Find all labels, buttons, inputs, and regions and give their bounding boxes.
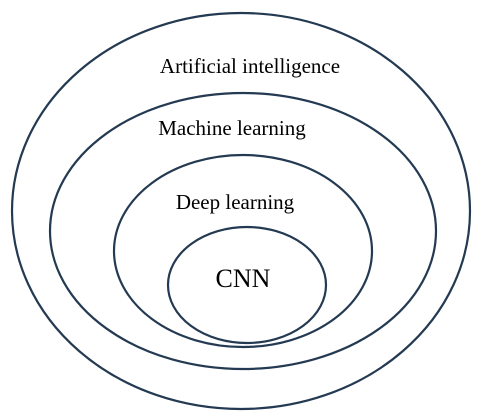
ring-machine-learning: [48, 91, 438, 371]
label-cnn: CNN: [216, 264, 271, 293]
ring-deep-learning: [112, 153, 374, 349]
layer-artificial-intelligence: Artificial intelligence: [10, 11, 472, 411]
layer-machine-learning: Machine learning: [48, 91, 438, 371]
layer-deep-learning: Deep learning: [112, 153, 374, 349]
label-artificial-intelligence: Artificial intelligence: [160, 54, 340, 78]
label-deep-learning: Deep learning: [176, 190, 295, 214]
layer-cnn: CNN: [166, 225, 328, 345]
ring-artificial-intelligence: [10, 11, 472, 411]
label-machine-learning: Machine learning: [158, 116, 306, 140]
ring-cnn: [166, 225, 328, 345]
